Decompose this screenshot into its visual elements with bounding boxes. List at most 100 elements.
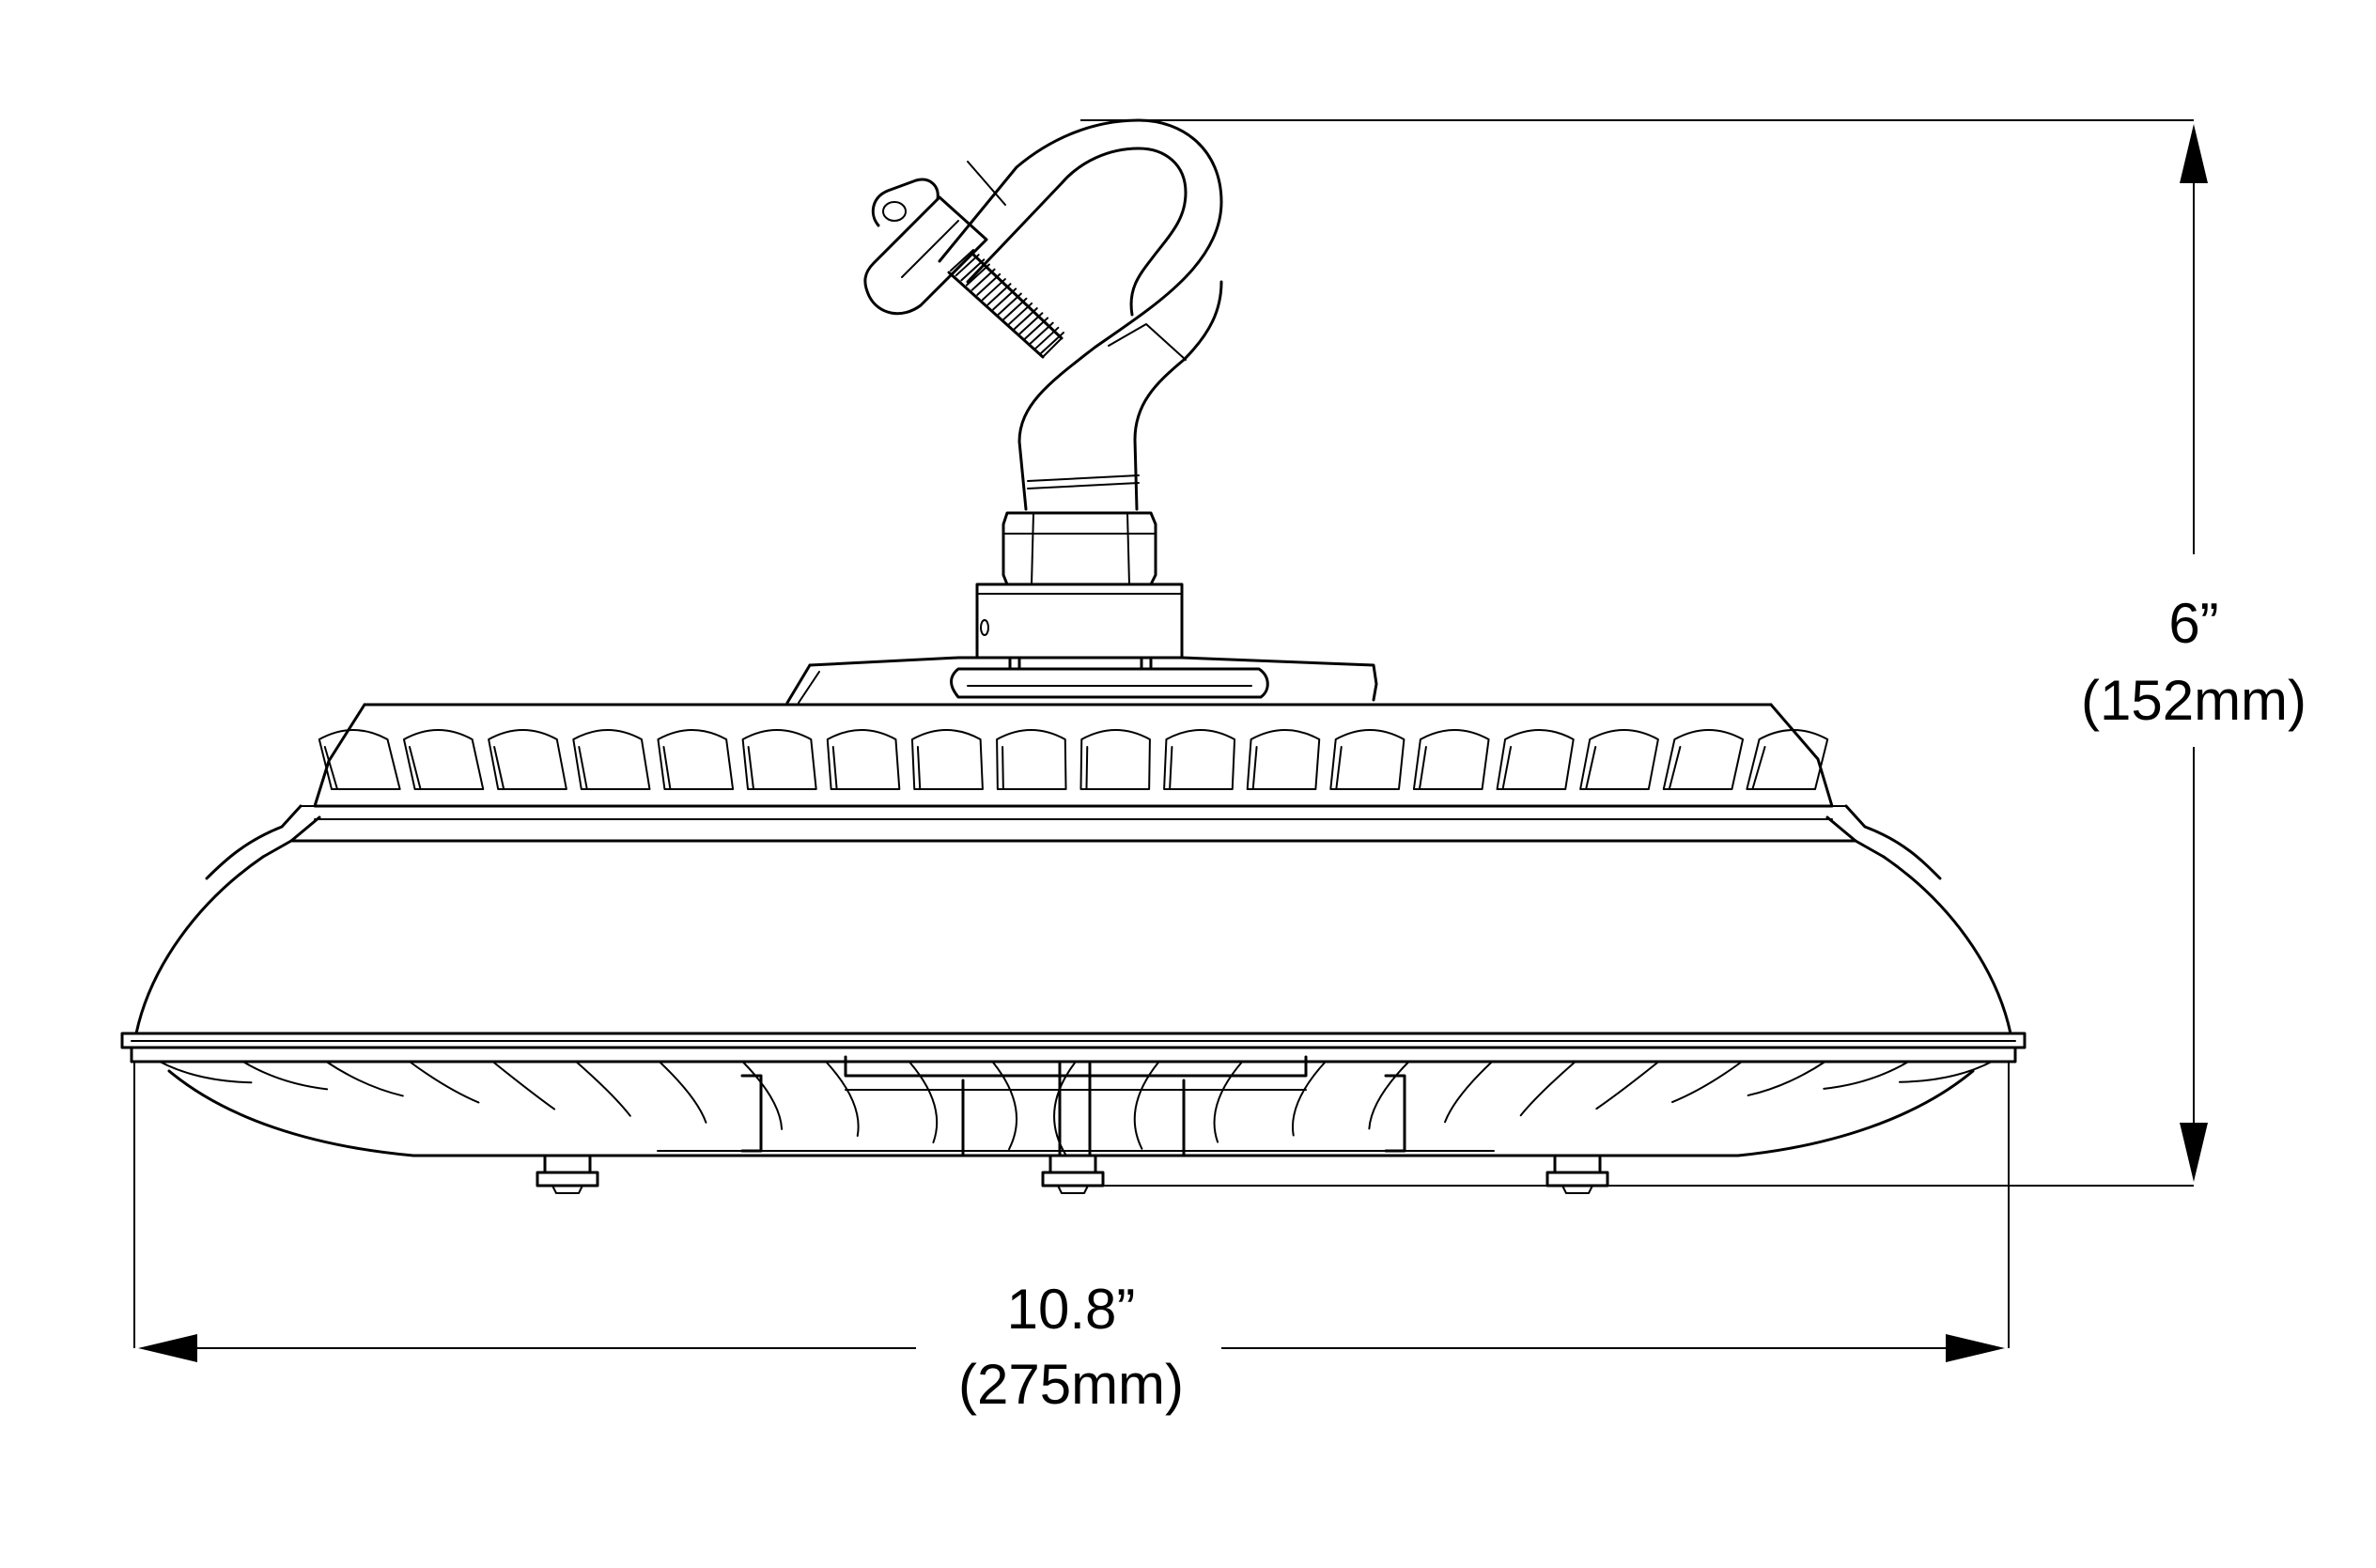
height-arrow-top	[2180, 124, 2208, 183]
top-fin	[741, 729, 817, 790]
threaded-bolt	[947, 249, 1064, 359]
bottom-fin	[1292, 1061, 1327, 1137]
bolt-thread	[971, 268, 996, 291]
top-fin	[1163, 729, 1236, 790]
screw-center	[1041, 1156, 1105, 1194]
top-fin-edge	[1585, 746, 1597, 790]
top-fin	[1746, 729, 1829, 790]
top-fin-edge	[662, 746, 672, 790]
top-fin	[1662, 729, 1745, 790]
bolt-thread	[1040, 332, 1064, 354]
top-fin	[996, 729, 1067, 790]
hex-nut	[1002, 511, 1157, 586]
width-arrow-right	[1946, 1334, 2005, 1362]
bolt-thread	[1018, 312, 1044, 335]
bolt-thread	[1013, 307, 1038, 331]
bottom-fin	[575, 1061, 631, 1117]
bolt-thread	[1034, 326, 1060, 349]
hook-inner	[1133, 280, 1223, 511]
bolt-thread	[986, 283, 1012, 306]
bottom-fin	[1671, 1061, 1744, 1104]
hook-assembly	[863, 118, 1223, 511]
bottom-fin	[741, 1061, 784, 1130]
top-fin-edge	[1751, 746, 1766, 790]
top-fin	[1412, 729, 1490, 790]
bolt-nut	[863, 178, 988, 316]
bolt-thread	[1024, 317, 1049, 340]
bottom-fin	[1444, 1061, 1494, 1124]
bolt-thread	[960, 258, 986, 282]
base-fitting	[975, 582, 1184, 660]
bottom-fin	[1898, 1061, 1993, 1083]
top-fin-edge	[1251, 746, 1258, 790]
bottom-fin	[991, 1061, 1018, 1151]
bolt-thread	[965, 263, 990, 287]
bolt-thread	[1008, 302, 1033, 325]
bottom-fin	[325, 1061, 404, 1097]
width-label-imperial: 10.8”	[1006, 1278, 1136, 1341]
top-fin-edge	[831, 746, 838, 790]
bolt-thread	[1029, 321, 1054, 345]
top-fin-edge	[1335, 746, 1343, 790]
bottom-fin	[159, 1061, 253, 1084]
top-fin-edge	[408, 746, 422, 790]
bottom-fin	[241, 1061, 329, 1091]
top-fin	[657, 729, 735, 790]
top-fin-edge	[578, 746, 588, 790]
bottom-fin	[1213, 1061, 1244, 1143]
top-fin-edge	[747, 746, 755, 790]
top-fin	[318, 729, 401, 790]
bottom-fin	[1747, 1061, 1826, 1096]
height-label-imperial: 6”	[2168, 592, 2219, 655]
bolt-thread	[981, 278, 1006, 302]
screw-left	[536, 1156, 599, 1194]
top-fin	[1579, 729, 1659, 790]
upper-fin-ring	[300, 703, 1847, 820]
top-fin	[910, 729, 984, 790]
top-fin-edge	[1169, 746, 1173, 790]
shroud	[134, 804, 2012, 1035]
rim	[120, 1032, 2027, 1063]
bottom-screws	[536, 1156, 1609, 1194]
top-fin	[826, 729, 901, 790]
bottom-fin	[658, 1061, 707, 1124]
top-fin-edge	[1002, 746, 1004, 790]
bolt-thread	[992, 287, 1017, 311]
bottom-fin	[1133, 1061, 1160, 1150]
top-fin-edge	[1501, 746, 1513, 790]
bottom-fin	[1519, 1061, 1576, 1117]
bottom-fin	[825, 1061, 860, 1137]
bottom-fin	[408, 1061, 480, 1104]
bolt-thread	[950, 249, 974, 272]
top-fin-edge	[916, 746, 922, 790]
bottom-fin	[1595, 1061, 1660, 1110]
top-fin	[488, 729, 567, 790]
mounting-bracket	[785, 656, 1378, 705]
bottom-fin	[491, 1061, 556, 1110]
lower-heatsink	[159, 1055, 1993, 1157]
bottom-fin	[908, 1061, 939, 1144]
height-arrow-bottom	[2180, 1123, 2208, 1182]
top-fin-edge	[1085, 746, 1089, 790]
width-arrow-left	[138, 1334, 197, 1362]
top-fin	[402, 729, 485, 790]
bolt-thread	[976, 272, 1002, 296]
top-fin	[1496, 729, 1575, 790]
top-fin-edge	[1418, 746, 1427, 790]
bolt-thread	[955, 254, 980, 277]
bolt-thread	[1002, 297, 1028, 320]
top-fin-edge	[493, 746, 505, 790]
top-fin	[1246, 729, 1321, 790]
bottom-fin	[1823, 1061, 1910, 1090]
top-fin-edge	[1668, 746, 1682, 790]
top-fin-edge	[323, 746, 338, 790]
width-dimension	[133, 1062, 2010, 1362]
top-fin	[572, 729, 651, 790]
top-fin	[1329, 729, 1405, 790]
height-label-metric: (152mm)	[2080, 669, 2307, 732]
width-label-metric: (275mm)	[957, 1353, 1185, 1416]
screw-right	[1545, 1156, 1609, 1194]
bottom-fin	[1368, 1061, 1410, 1130]
hook-outer	[938, 118, 1223, 511]
